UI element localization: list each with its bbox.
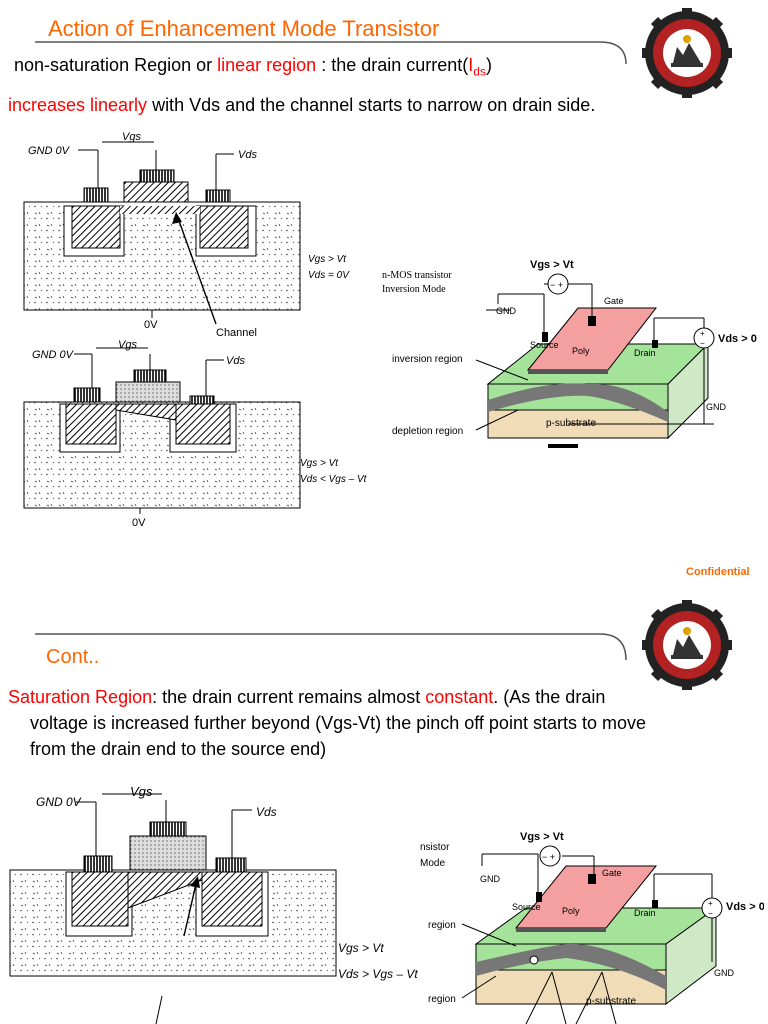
- poly-label: Poly: [562, 906, 580, 916]
- slide2-title: Cont..: [46, 646, 100, 668]
- vgs-label: Vgs: [118, 340, 137, 351]
- vgs-label: Vgs: [122, 132, 141, 143]
- gnd-left-label: GND: [496, 306, 517, 316]
- line2-text: with Vds and the channel starts to narro…: [147, 95, 596, 115]
- caption-mode: Mode: [420, 858, 445, 869]
- svg-text:−: −: [708, 909, 713, 918]
- zero-volt-label: 0V: [144, 319, 158, 331]
- line1-text: non-saturation Region or: [14, 55, 218, 75]
- drain-label: Drain: [634, 348, 656, 358]
- gnd-left-label: GND: [480, 874, 501, 884]
- depletion-region-label: depletion region: [392, 426, 463, 437]
- vgs-label: Vgs: [130, 784, 153, 799]
- mosfet-diagram-vds-zero: GND 0V Vgs Vds 0V Channel Vgs > Vt Vds =…: [23, 132, 350, 339]
- vds-label: Vds: [256, 805, 277, 819]
- cond-vgs-gt-vt: Vgs > Vt: [308, 254, 347, 265]
- vds-label: Vds: [226, 355, 245, 367]
- slide1-line2: increases linearly with Vds and the chan…: [8, 92, 595, 118]
- para-text-2: . (As the drain: [493, 687, 606, 707]
- ids-subscript: ds: [473, 64, 486, 79]
- slide2-para-line3: from the drain end to the source end): [30, 739, 327, 759]
- zero-volt-label: 0V: [132, 517, 146, 529]
- gnd-label: GND 0V: [36, 795, 82, 809]
- nmos-3d-diagram: − + + − n-MOS transistor Inversion Mode …: [382, 259, 757, 448]
- caption-nmos: n-MOS transistor: [382, 270, 452, 281]
- saturation-region-term: Saturation Region: [8, 687, 153, 707]
- svg-text:− +: − +: [542, 852, 555, 862]
- slide1-title: Action of Enhancement Mode Transistor: [48, 16, 440, 41]
- vds-gt-zero-label: Vds > 0: [718, 333, 757, 345]
- slide2-para-line2: voltage is increased further beyond (Vgs…: [30, 713, 646, 733]
- university-logo: [642, 600, 732, 690]
- vds-label: Vds: [238, 149, 257, 161]
- ids-symbol: I: [468, 55, 474, 75]
- gnd-right-label: GND: [714, 968, 735, 978]
- vgs-gt-vt-label: Vgs > Vt: [530, 259, 574, 271]
- svg-text:+: +: [708, 899, 713, 908]
- gnd-label: GND 0V: [32, 349, 75, 361]
- gnd-right-label: GND: [706, 402, 727, 412]
- p-substrate-label: p-substrate: [586, 996, 636, 1007]
- cond-vgs-gt-vt: Vgs > Vt: [300, 458, 339, 469]
- vds-gt-zero-label: Vds > 0: [726, 901, 764, 913]
- confidential-label: Confidential: [686, 566, 750, 578]
- cond-vds-gt-vgs-vt: Vds > Vgs – Vt: [338, 967, 418, 981]
- caption-transistor: nsistor: [420, 842, 450, 853]
- channel-label: Channel: [216, 327, 257, 339]
- vgs-gt-vt-label: Vgs > Vt: [520, 831, 564, 843]
- mosfet-diagram-vds-small: GND 0V Vgs Vds 0V Vgs > Vt Vds < Vgs – V…: [23, 340, 368, 529]
- line1-text-2: : the drain current(: [316, 55, 469, 75]
- para-text: : the drain current remains almost: [152, 687, 426, 707]
- drain-label: Drain: [634, 908, 656, 918]
- line1-close: ): [485, 55, 492, 75]
- slide1-header-rule: [35, 41, 627, 65]
- p-substrate-label: p-substrate: [546, 418, 596, 429]
- gate-label: Gate: [604, 296, 624, 306]
- constant-term: constant: [425, 687, 494, 707]
- mosfet-diagram-saturation: GND 0V Vgs Vds Vgs > Vt Vds > Vgs – Vt: [9, 784, 418, 1024]
- university-logo: [642, 8, 732, 98]
- increases-linearly-term: increases linearly: [8, 95, 148, 115]
- source-label: Source: [512, 902, 541, 912]
- slide2-para-line1: Saturation Region: the drain current rem…: [8, 684, 605, 710]
- cond-vgs-gt-vt: Vgs > Vt: [338, 941, 384, 955]
- svg-text:−: −: [700, 339, 705, 348]
- region-label-bottom: region: [428, 994, 456, 1005]
- nmos-3d-saturation-diagram: − + + − nsistor Mode Vgs > Vt GND Gate S…: [420, 831, 764, 1024]
- linear-region-term: linear region: [217, 55, 317, 75]
- region-label-top: region: [428, 920, 456, 931]
- gnd-label: GND 0V: [28, 145, 71, 157]
- caption-inversion-mode: Inversion Mode: [382, 284, 446, 295]
- slide2-header-rule: [35, 633, 627, 661]
- poly-label: Poly: [572, 346, 590, 356]
- slide1-line1: non-saturation Region or linear region :…: [14, 52, 492, 85]
- source-label: Source: [530, 340, 559, 350]
- svg-text:− +: − +: [550, 280, 563, 290]
- gate-label: Gate: [602, 868, 622, 878]
- cond-vds-eq-0: Vds = 0V: [308, 270, 350, 281]
- inversion-region-label: inversion region: [392, 354, 463, 365]
- cond-vds-lt-vgs-vt: Vds < Vgs – Vt: [300, 474, 368, 485]
- svg-text:+: +: [700, 329, 705, 338]
